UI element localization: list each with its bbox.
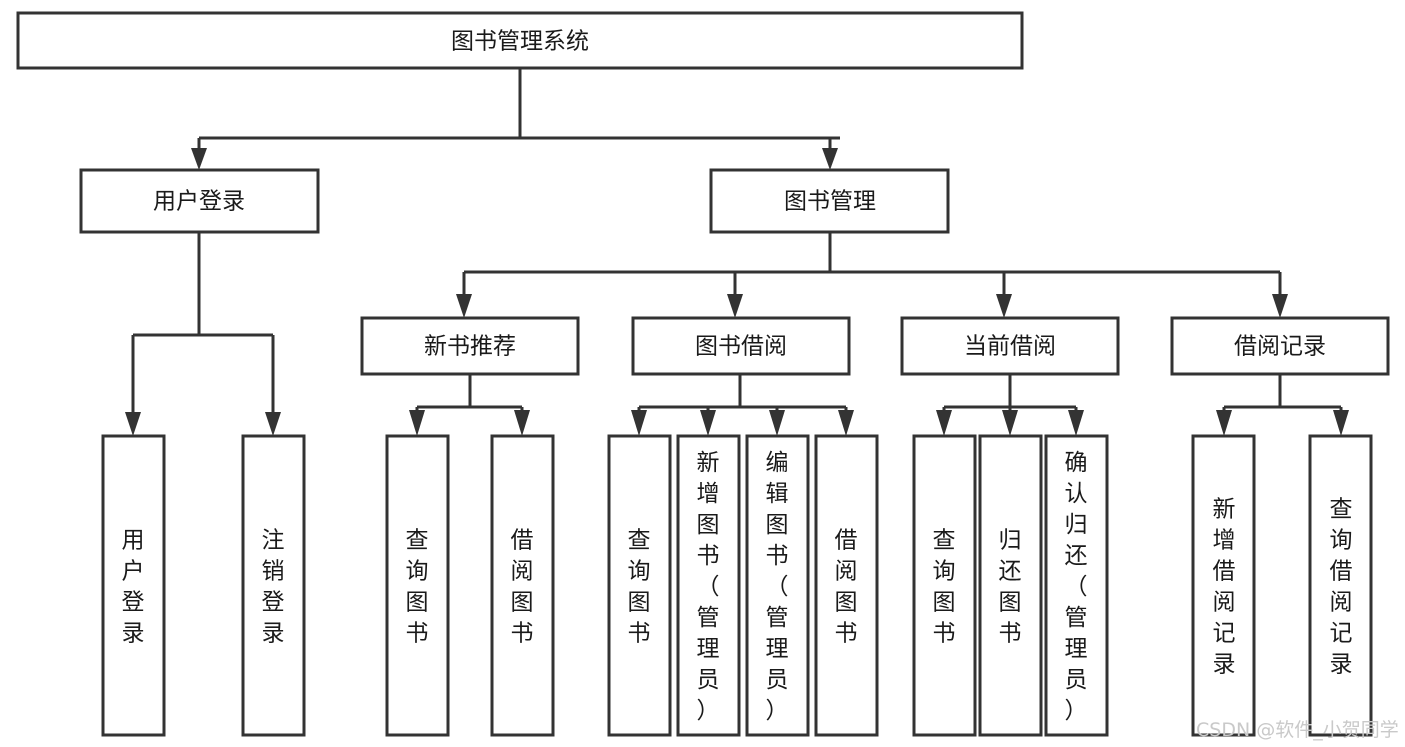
node-book-management[interactable]: 图书管理: [709, 168, 950, 234]
leaf-edit-book-label: 编辑图书（管理员）: [766, 450, 789, 724]
leaf-borrow-book-2-label: 借阅图书: [835, 528, 858, 647]
node-new-book-recommend[interactable]: 新书推荐: [360, 316, 580, 376]
arrowhead-leaf-borrow-book-2: [838, 410, 854, 436]
book-borrow-label: 图书借阅: [695, 334, 787, 360]
node-borrow-record[interactable]: 借阅记录: [1170, 316, 1390, 376]
node-leaf-confirm-return[interactable]: 确认归还（管理员）: [1044, 434, 1109, 737]
leaf-confirm-return-box[interactable]: [1044, 434, 1109, 737]
arrowhead-leaf-return-book: [1002, 410, 1018, 436]
borrow-record-box[interactable]: [1170, 316, 1390, 376]
book-borrow-box[interactable]: [631, 316, 851, 376]
node-leaf-borrow-book-1[interactable]: 借阅图书: [490, 434, 555, 737]
leaf-query-record-label: 查询借阅记录: [1330, 497, 1353, 678]
arrowhead-leaf-query-record: [1333, 410, 1349, 436]
leaf-edit-book-box[interactable]: [745, 434, 810, 737]
arrowhead-leaf-borrow-book-1: [514, 410, 530, 436]
arrowhead-leaf-query-book-1: [409, 410, 425, 436]
leaf-borrow-book-1-label: 借阅图书: [511, 528, 534, 647]
node-leaf-query-book-2[interactable]: 查询图书: [607, 434, 672, 737]
leaf-add-book-label: 新增图书（管理员）: [697, 450, 720, 724]
leaf-user-login-label: 用户登录: [122, 528, 145, 647]
node-leaf-return-book[interactable]: 归还图书: [978, 434, 1043, 737]
leaf-query-book-2-label: 查询图书: [628, 528, 651, 647]
node-book-borrow[interactable]: 图书借阅: [631, 316, 851, 376]
leaf-query-book-3-box[interactable]: [912, 434, 977, 737]
arrowhead-current-borrow: [996, 294, 1012, 318]
arrowhead-book-management: [822, 148, 838, 170]
root-box[interactable]: [16, 11, 1024, 70]
leaf-add-book-box[interactable]: [676, 434, 741, 737]
current-borrow-label: 当前借阅: [964, 334, 1056, 360]
arrowhead-leaf-edit-book: [769, 410, 785, 436]
arrowhead-new-book-recommend: [456, 294, 472, 318]
leaf-query-book-3-label: 查询图书: [933, 528, 956, 647]
arrowhead-borrow-record: [1272, 294, 1288, 318]
arrowhead-leaf-user-logout: [265, 412, 281, 436]
node-leaf-query-book-3[interactable]: 查询图书: [912, 434, 977, 737]
leaf-return-book-box[interactable]: [978, 434, 1043, 737]
leaf-query-book-1-label: 查询图书: [406, 528, 429, 647]
arrowhead-leaf-query-book-2: [631, 410, 647, 436]
leaf-query-record-box[interactable]: [1308, 434, 1373, 737]
arrowhead-leaf-add-book: [700, 410, 716, 436]
leaf-user-logout-label: 注销登录: [262, 528, 285, 647]
node-leaf-user-login[interactable]: 用户登录: [101, 434, 166, 737]
new-book-recommend-box[interactable]: [360, 316, 580, 376]
leaf-return-book-label: 归还图书: [999, 528, 1022, 647]
arrowhead-leaf-query-book-3: [936, 410, 952, 436]
node-leaf-query-book-1[interactable]: 查询图书: [385, 434, 450, 737]
root-label: 图书管理系统: [451, 29, 589, 55]
connector-layer: [125, 68, 1349, 436]
leaf-query-book-1-box[interactable]: [385, 434, 450, 737]
book-management-box[interactable]: [709, 168, 950, 234]
leaf-borrow-book-1-box[interactable]: [490, 434, 555, 737]
leaf-borrow-book-2-box[interactable]: [814, 434, 879, 737]
leaf-add-record-box[interactable]: [1191, 434, 1256, 737]
leaf-confirm-return-label: 确认归还（管理员）: [1065, 450, 1088, 724]
leaf-query-book-2-box[interactable]: [607, 434, 672, 737]
arrowhead-user-login: [191, 148, 207, 170]
borrow-record-label: 借阅记录: [1234, 334, 1326, 360]
node-current-borrow[interactable]: 当前借阅: [900, 316, 1120, 376]
csdn-watermark: CSDN @软件_小贺同学: [1196, 719, 1399, 741]
leaf-add-record-label: 新增借阅记录: [1213, 497, 1236, 678]
user-login-box[interactable]: [79, 168, 320, 234]
node-leaf-add-book[interactable]: 新增图书（管理员）: [676, 434, 741, 737]
user-login-label: 用户登录: [153, 189, 245, 215]
node-root[interactable]: 图书管理系统: [16, 11, 1024, 70]
node-leaf-user-logout[interactable]: 注销登录: [241, 434, 306, 737]
node-user-login[interactable]: 用户登录: [79, 168, 320, 234]
node-leaf-add-record[interactable]: 新增借阅记录: [1191, 434, 1256, 737]
arrowhead-leaf-confirm-return: [1068, 410, 1084, 436]
leaf-user-logout-box[interactable]: [241, 434, 306, 737]
book-management-label: 图书管理: [784, 189, 876, 215]
arrowhead-leaf-add-record: [1216, 410, 1232, 436]
arrowhead-leaf-user-login: [125, 412, 141, 436]
arrowhead-book-borrow: [727, 294, 743, 318]
node-leaf-query-record[interactable]: 查询借阅记录: [1308, 434, 1373, 737]
node-leaf-edit-book[interactable]: 编辑图书（管理员）: [745, 434, 810, 737]
current-borrow-box[interactable]: [900, 316, 1120, 376]
leaf-user-login-box[interactable]: [101, 434, 166, 737]
node-leaf-borrow-book-2[interactable]: 借阅图书: [814, 434, 879, 737]
new-book-recommend-label: 新书推荐: [424, 334, 516, 360]
